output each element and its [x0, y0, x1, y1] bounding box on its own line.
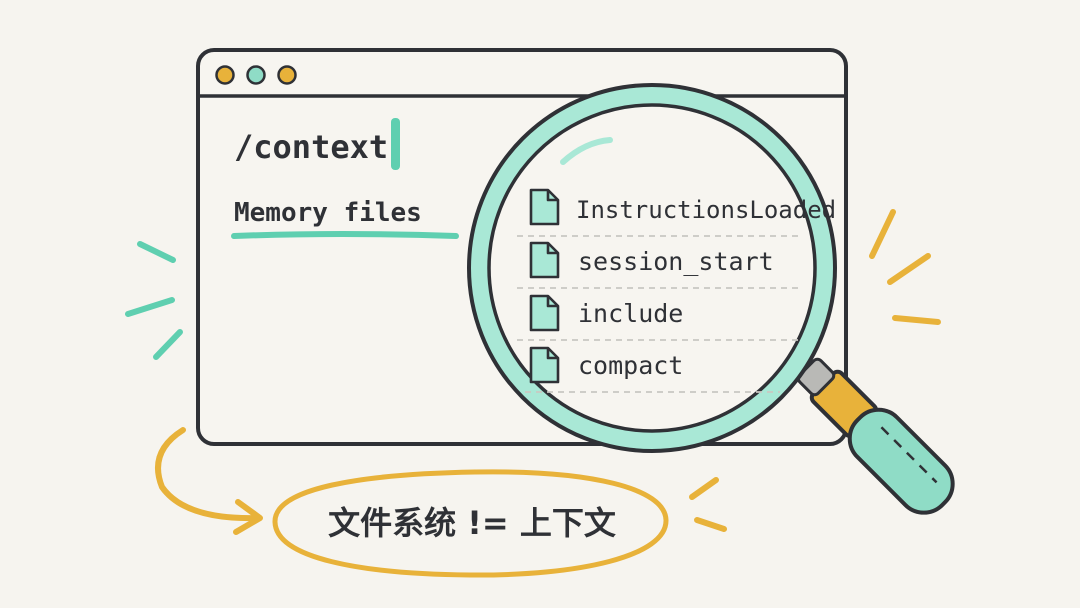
burst-line: [153, 329, 183, 360]
command-text: /context: [234, 128, 388, 166]
caption-arrow: [155, 427, 263, 535]
left-burst: [125, 241, 183, 360]
file-separators: [517, 235, 800, 393]
file-name: include: [578, 299, 683, 328]
file-row: [529, 188, 560, 226]
lens-glare: [560, 137, 613, 165]
file-icon: [529, 241, 560, 279]
section-underline: [231, 231, 459, 239]
window-dot-2: [246, 65, 266, 85]
file-name: InstructionsLoaded: [576, 196, 836, 224]
accent-line: [694, 517, 727, 532]
handle-stitch: [880, 426, 938, 484]
caption-text: 文件系统 != 上下文: [328, 504, 616, 542]
arrow-head: [233, 499, 263, 535]
text-cursor: [391, 118, 400, 170]
burst-line: [869, 209, 896, 259]
handle-grip: [847, 407, 955, 515]
section-label: Memory files: [234, 198, 422, 228]
file-name: session_start: [578, 247, 774, 276]
file-icon: [529, 294, 560, 332]
arrow-curve: [155, 427, 261, 522]
file-row: [529, 294, 560, 332]
right-burst: [869, 209, 941, 325]
file-icon: [529, 188, 560, 226]
accent-line: [689, 477, 719, 500]
magnifier-handle: [796, 357, 955, 515]
caption-accent: [689, 477, 727, 532]
file-row: [529, 346, 560, 384]
magnifier-lens: InstructionsLoaded session_start include…: [467, 83, 837, 453]
window-dot-3: [277, 65, 297, 85]
file-name: compact: [578, 351, 683, 380]
window-dot-1: [215, 65, 235, 85]
caption: 文件系统 != 上下文: [272, 469, 669, 578]
file-row: [529, 241, 560, 279]
caption-ellipse: [272, 469, 669, 578]
lens-glass: [487, 103, 817, 433]
burst-line: [887, 253, 931, 285]
burst-line: [125, 297, 175, 317]
file-icon: [529, 346, 560, 384]
burst-line: [137, 241, 176, 263]
file-list: InstructionsLoaded session_start include…: [529, 188, 836, 384]
burst-line: [892, 315, 941, 325]
